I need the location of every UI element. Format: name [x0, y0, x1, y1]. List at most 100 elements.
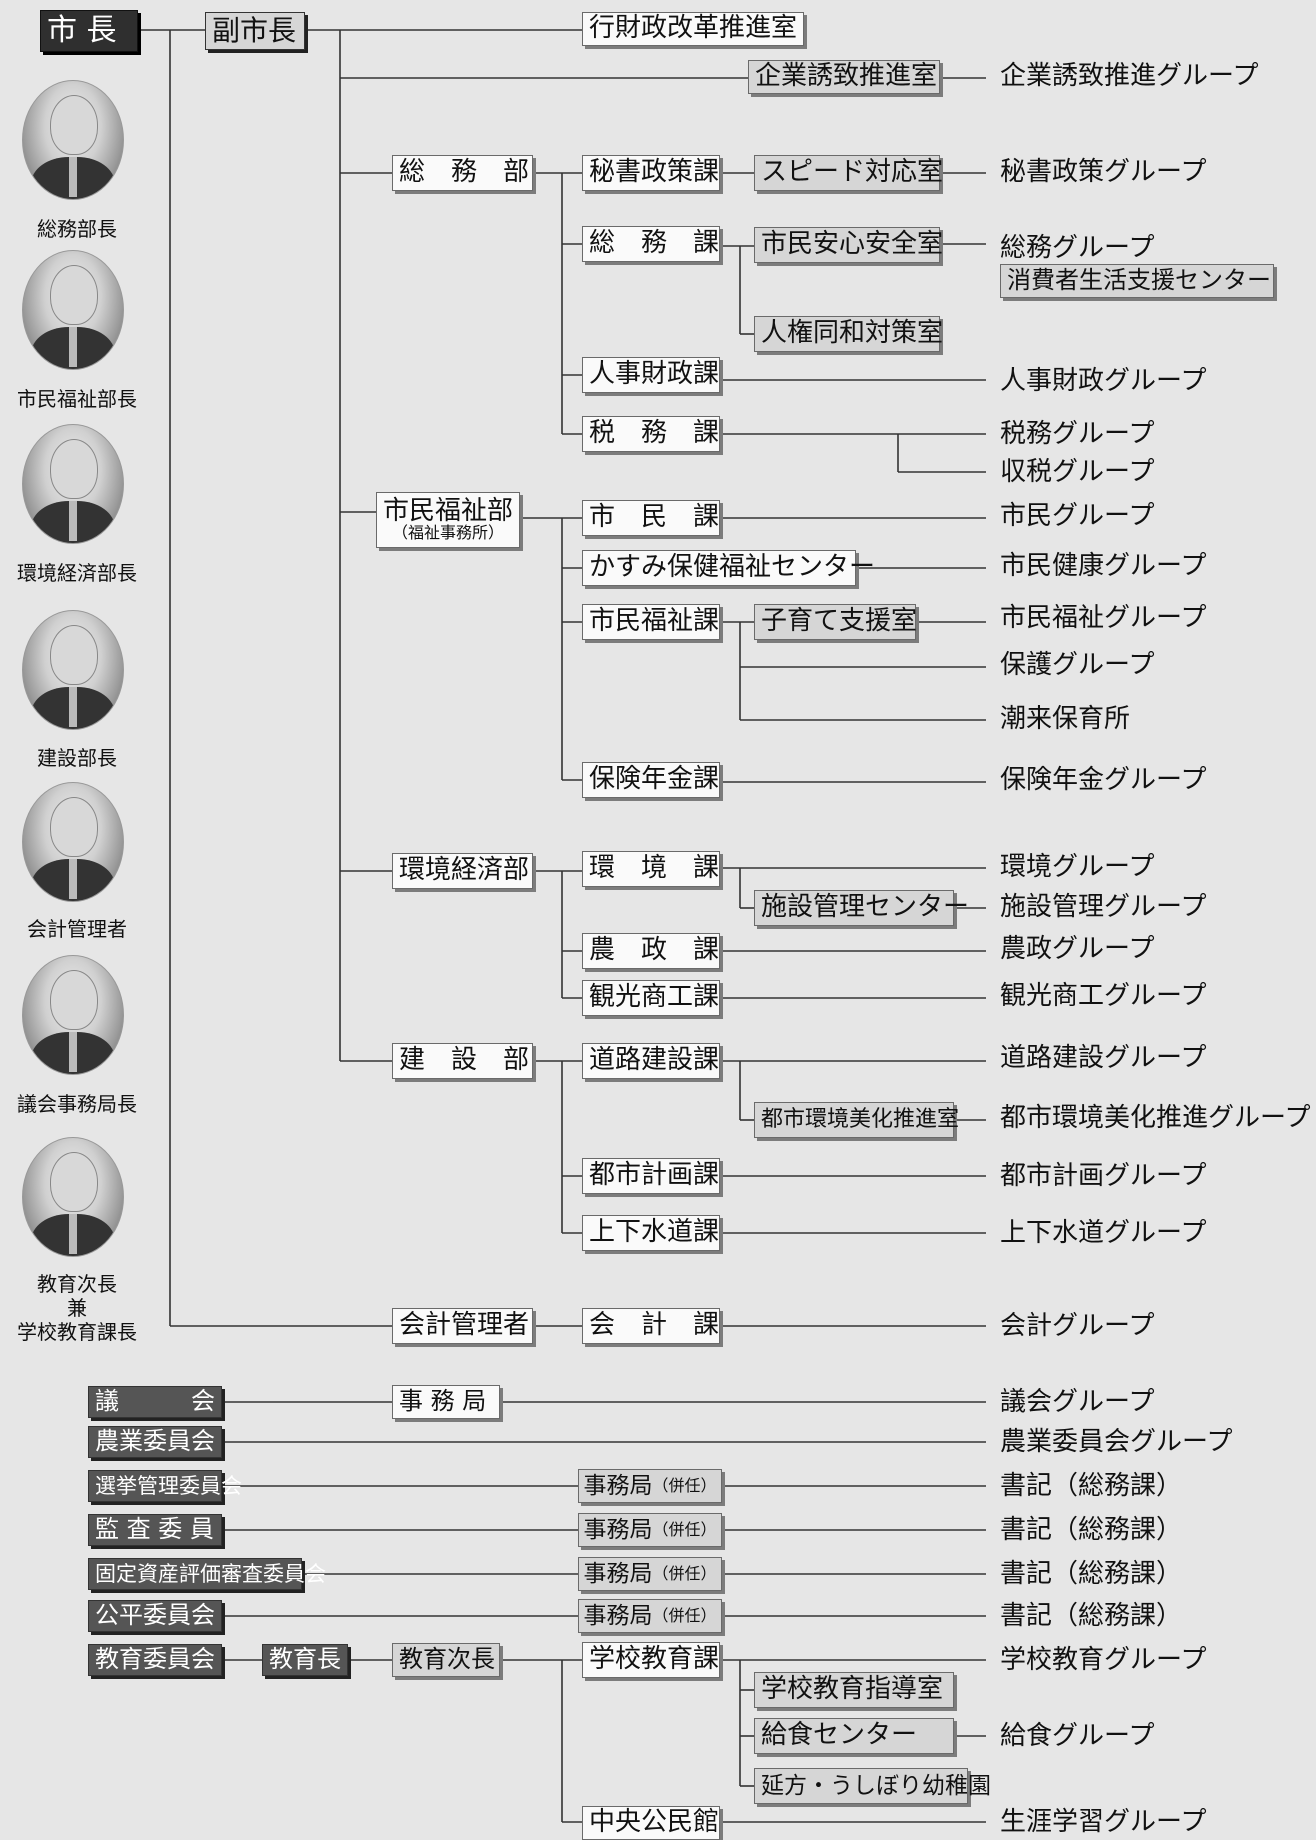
- dept-kaikei: 会計管理者: [392, 1308, 533, 1344]
- official-caption-4: 建設部長: [37, 746, 117, 770]
- sec-zeimu-label: 税 務 課: [589, 418, 720, 449]
- sec-kanko-label: 観光商工課: [589, 982, 720, 1013]
- official-caption-7: 教育次長 兼 学校教育課長: [17, 1272, 137, 1344]
- dept-shimin-sub: （福祉事務所）: [391, 523, 504, 543]
- group-nogyo: 農業委員会グループ: [1000, 1427, 1233, 1457]
- office-kosodate-label: 子育て支援室: [761, 606, 918, 637]
- group-shimin: 市民グループ: [1000, 501, 1155, 531]
- sec-kominkan: 中央公民館: [582, 1806, 720, 1840]
- sec-hoken: 保険年金課: [582, 762, 720, 798]
- sec-fukushi: 市民福祉課: [582, 604, 720, 640]
- office-kigyo: 企業誘致推進室: [748, 60, 940, 94]
- group-shuzei: 収税グループ: [1000, 457, 1155, 487]
- sec-nosei: 農 政 課: [582, 933, 720, 969]
- center-shisetsu-label: 施設管理センター: [761, 892, 970, 923]
- sec-somu-label: 総 務 課: [589, 228, 720, 259]
- group-hisho: 秘書政策グループ: [1000, 157, 1207, 187]
- official-photo-1: [22, 80, 124, 200]
- dept-kensetsu: 建 設 部: [392, 1043, 533, 1079]
- gikai-jimukyoku-label: 事 務 局: [399, 1387, 487, 1416]
- sec-toshi: 都市計画課: [582, 1158, 720, 1194]
- shoki-kohei: 書記（総務課）: [1000, 1601, 1183, 1631]
- official-photo-6: [22, 955, 124, 1075]
- kyoikucho-label: 教育長: [269, 1645, 341, 1674]
- shoki-senkyo: 書記（総務課）: [1000, 1471, 1183, 1501]
- group-jinji: 人事財政グループ: [1000, 366, 1207, 396]
- dept-kankyo-label: 環境経済部: [399, 855, 530, 886]
- dept-kaikei-label: 会計管理者: [399, 1310, 530, 1341]
- office-shohisha-label: 消費者生活支援センター: [1007, 266, 1271, 295]
- committee-kyoiku-label: 教育委員会: [95, 1645, 215, 1674]
- committee-kotei: 固定資産評価審査委員会: [88, 1558, 326, 1590]
- office-gyozai-label: 行財政改革推進室: [589, 13, 798, 44]
- group-hoiku: 潮来保育所: [1000, 704, 1131, 734]
- group-kyushoku: 給食グループ: [1000, 1721, 1155, 1751]
- group-kanko: 観光商工グループ: [1000, 981, 1207, 1011]
- group-zeimu: 税務グループ: [1000, 419, 1155, 449]
- sec-hoken-label: 保険年金課: [589, 764, 720, 795]
- group-doro: 道路建設グループ: [1000, 1043, 1207, 1073]
- office-jinken-label: 人権同和対策室: [761, 318, 944, 349]
- official-photo-5: [22, 782, 124, 902]
- group-hogo: 保護グループ: [1000, 650, 1155, 680]
- sec-jinji-label: 人事財政課: [589, 359, 720, 390]
- group-gikai: 議会グループ: [1000, 1387, 1155, 1417]
- committee-kotei-label: 固定資産評価審査委員会: [95, 1561, 326, 1586]
- group-bika: 都市環境美化推進グループ: [1000, 1103, 1311, 1133]
- senkyo-jimukyoku-main: 事務局: [583, 1472, 653, 1499]
- official-caption-3: 環境経済部長: [17, 561, 137, 585]
- kyoikucho-box: 教育長: [262, 1644, 348, 1676]
- dept-shimin-label: 市民福祉部: [383, 495, 514, 526]
- shoki-kotei: 書記（総務課）: [1000, 1559, 1183, 1589]
- mayor-box: 市 長: [40, 10, 138, 52]
- kyoiku-jicho-label: 教育次長: [399, 1645, 495, 1674]
- sec-gakko-label: 学校教育課: [589, 1644, 720, 1675]
- group-shogai: 生涯学習グループ: [1000, 1807, 1207, 1837]
- sec-nosei-label: 農 政 課: [589, 935, 720, 966]
- group-kaikei: 会計グループ: [1000, 1311, 1155, 1341]
- dept-kensetsu-label: 建 設 部: [399, 1045, 530, 1076]
- sec-kaikei: 会 計 課: [582, 1308, 720, 1344]
- official-photo-3: [22, 424, 124, 544]
- vice-mayor-label: 副市長: [212, 14, 297, 48]
- official-caption-1: 総務部長: [37, 217, 117, 241]
- office-gyozai: 行財政改革推進室: [582, 12, 804, 46]
- kyoiku-jicho-box: 教育次長: [392, 1643, 500, 1677]
- sec-doro: 道路建設課: [582, 1043, 720, 1079]
- group-hoken: 保険年金グループ: [1000, 765, 1207, 795]
- office-kosodate: 子育て支援室: [754, 604, 918, 640]
- sec-kanko: 観光商工課: [582, 980, 720, 1016]
- official-caption-5: 会計管理者: [27, 917, 127, 941]
- dept-shimin: 市民福祉部（福祉事務所）: [376, 492, 520, 548]
- group-kenko: 市民健康グループ: [1000, 551, 1207, 581]
- committee-kansa-label: 監 査 委 員: [95, 1515, 214, 1544]
- mayor-label: 市 長: [47, 13, 117, 49]
- committee-kohei-label: 公平委員会: [95, 1601, 215, 1630]
- office-speed-label: スピード対応室: [761, 157, 944, 188]
- senkyo-jimukyoku-sub: （併任）: [652, 1475, 717, 1495]
- sec-jinji: 人事財政課: [582, 357, 720, 393]
- sec-shimin: 市 民 課: [582, 500, 720, 536]
- sec-kankyo-label: 環 境 課: [589, 853, 720, 884]
- committee-senkyo-label: 選挙管理委員会: [95, 1473, 242, 1498]
- office-speed: スピード対応室: [754, 155, 944, 191]
- senkyo-jimukyoku: 事務局（併任）: [578, 1469, 722, 1503]
- vice-mayor-box: 副市長: [205, 12, 305, 50]
- yochien-label: 延方・うしぼり幼稚園: [761, 1772, 991, 1799]
- dept-somu-label: 総 務 部: [399, 157, 530, 188]
- official-caption-6: 議会事務局長: [17, 1092, 137, 1116]
- center-kyushoku-label: 給食センター: [761, 1720, 918, 1751]
- group-nosei: 農政グループ: [1000, 934, 1155, 964]
- kotei-jimukyoku-sub: （併任）: [652, 1563, 717, 1583]
- office-jinken: 人権同和対策室: [754, 316, 944, 352]
- sec-suido: 上下水道課: [582, 1215, 720, 1251]
- kotei-jimukyoku: 事務局（併任）: [578, 1557, 722, 1591]
- official-photo-7: [22, 1137, 124, 1257]
- group-shisetsu: 施設管理グループ: [1000, 892, 1207, 922]
- center-kyushoku: 給食センター: [754, 1718, 954, 1754]
- kansa-jimukyoku-sub: （併任）: [652, 1519, 717, 1539]
- sec-hisho: 秘書政策課: [582, 155, 720, 191]
- committee-senkyo: 選挙管理委員会: [88, 1470, 242, 1502]
